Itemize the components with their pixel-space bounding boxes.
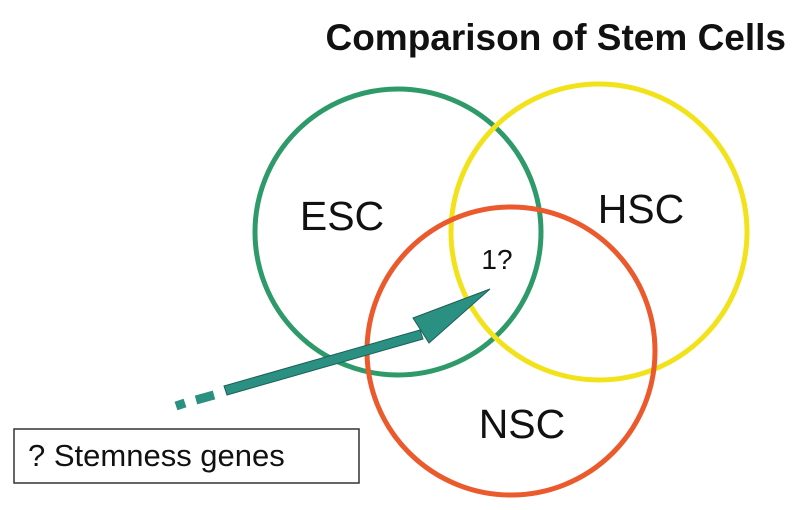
stemness-arrow [223,288,491,396]
hsc-label: HSC [598,186,685,232]
hsc-circle [448,81,750,383]
esc-circle [252,86,544,378]
arrow-tail-dash-1 [174,398,187,411]
esc-label: ESC [300,193,384,239]
nsc-label: NSC [479,401,566,447]
arrow-shaft [223,329,424,396]
diagram-title: Comparison of Stem Cells [325,17,786,58]
stemness-callout: ? Stemness genes [13,428,360,484]
arrow-tail [174,390,216,411]
callout-text: ? Stemness genes [28,438,285,473]
arrow-tail-dash-2 [194,390,216,405]
callout-box [13,428,360,484]
intersection-label: 1? [481,244,512,275]
arrow-head [412,288,491,344]
